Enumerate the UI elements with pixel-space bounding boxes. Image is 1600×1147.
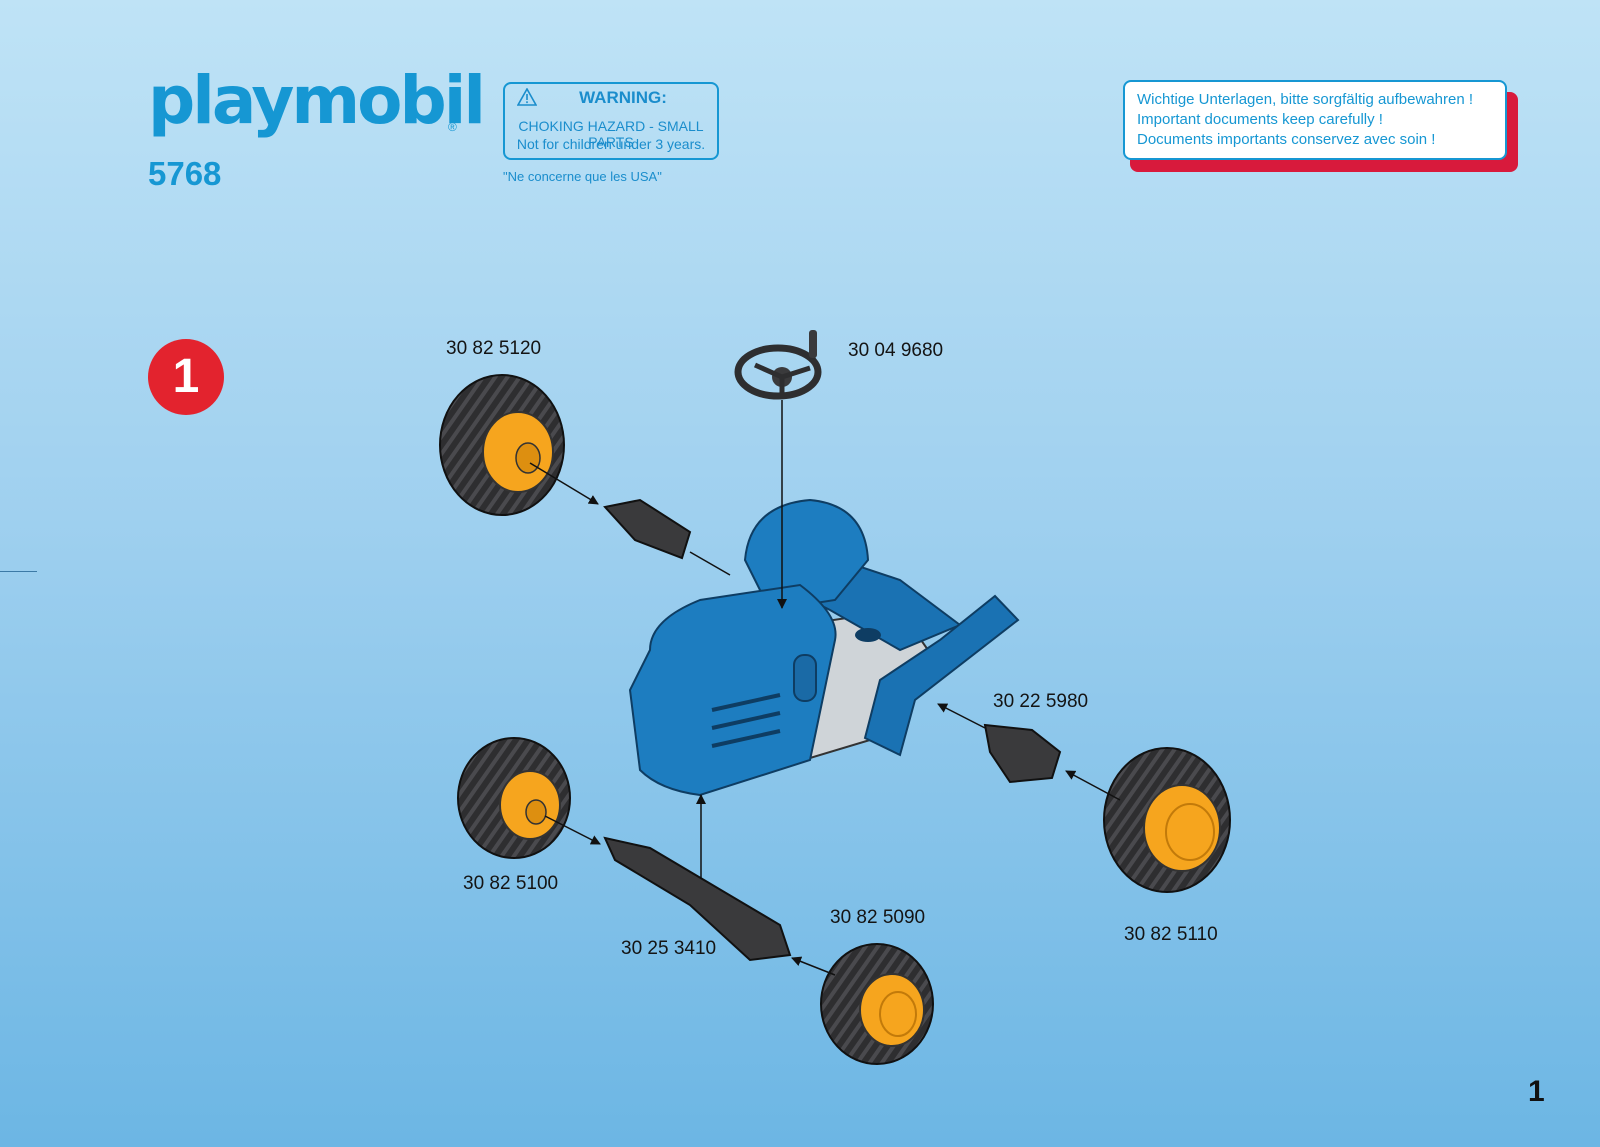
part-label-rear-left-wheel: 30 82 5120 xyxy=(446,338,542,359)
step-number-badge: 1 xyxy=(148,339,224,415)
front-left-wheel-part xyxy=(457,737,601,859)
warning-age-text: Not for children under 3 years. xyxy=(516,136,706,152)
warning-choking-text: CHOKING HAZARD - SMALL PARTS xyxy=(518,118,704,150)
part-label-front-right-wheel: 30 82 5090 xyxy=(830,907,926,928)
documents-note-french: Documents importants conservez avec soin… xyxy=(1137,131,1436,148)
warning-box: WARNING: CHOKING HAZARD - SMALL PARTS No… xyxy=(503,82,719,160)
documents-note-english: Important documents keep carefully ! xyxy=(1137,111,1383,128)
tractor-body xyxy=(628,498,1020,797)
part-label-front-axle: 30 25 3410 xyxy=(621,938,717,959)
steering-wheel-part xyxy=(734,330,822,609)
rear-right-wheel-part xyxy=(937,703,1231,893)
part-label-steering-wheel: 30 04 9680 xyxy=(848,340,944,361)
warning-triangle-icon xyxy=(517,88,537,106)
front-axle-part xyxy=(603,794,792,962)
documents-note-german: Wichtige Unterlagen, bitte sorgfältig au… xyxy=(1137,91,1474,108)
front-right-wheel-part xyxy=(791,943,934,1065)
page-number: 1 xyxy=(1528,1075,1545,1108)
warning-title: WARNING: xyxy=(579,88,667,107)
part-label-rear-axle-bushing: 30 22 5980 xyxy=(993,691,1089,712)
fold-mark xyxy=(0,571,37,572)
usa-note: "Ne concerne que les USA" xyxy=(503,169,662,184)
playmobil-logo: playmobil xyxy=(148,62,486,139)
model-number: 5768 xyxy=(148,155,222,192)
part-label-rear-right-wheel: 30 82 5110 xyxy=(1124,924,1218,945)
documents-note: Wichtige Unterlagen, bitte sorgfältig au… xyxy=(1123,80,1507,160)
registered-mark: ® xyxy=(448,120,457,134)
rear-left-wheel-part xyxy=(439,374,731,576)
part-label-front-left-wheel: 30 82 5100 xyxy=(463,873,559,894)
